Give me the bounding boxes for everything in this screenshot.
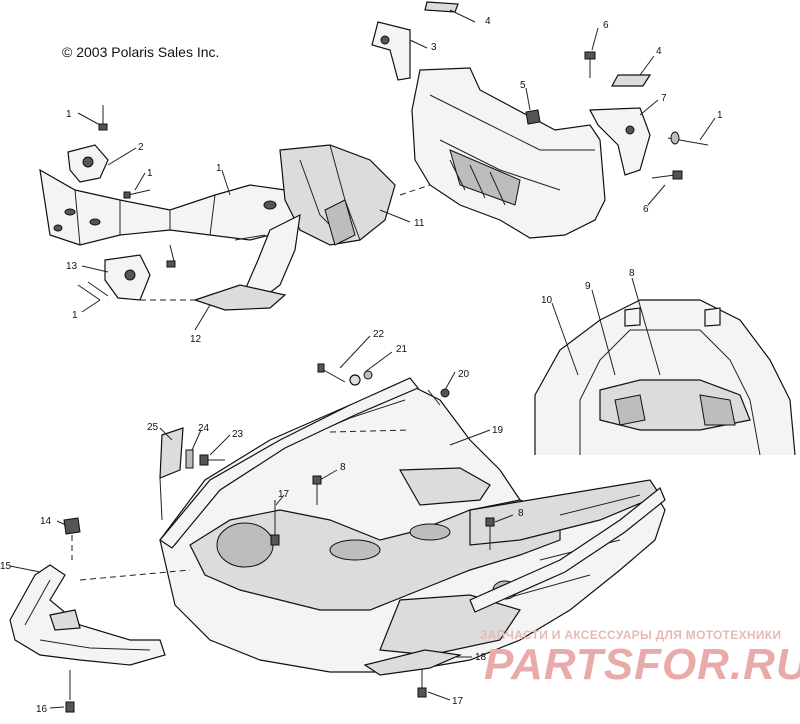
bolt-icon [65, 668, 427, 713]
callout-20: 20 [458, 369, 470, 380]
plate-4-top [424, 1, 459, 13]
callout-19: 19 [492, 425, 504, 436]
callout-15: 15 [0, 561, 12, 572]
dashed-leader-lines [79, 429, 411, 581]
callout-2: 2 [138, 142, 144, 153]
callout-6: 6 [643, 204, 649, 215]
callout-22: 22 [373, 329, 385, 340]
callout-1: 1 [66, 109, 72, 120]
front-frame-cross-member [279, 144, 396, 246]
hood-trim-side [469, 487, 666, 613]
callout-24: 24 [198, 423, 210, 434]
callout-18: 18 [475, 652, 487, 663]
callout-9: 9 [585, 281, 591, 292]
callout-7: 7 [661, 93, 667, 104]
callout-14: 14 [40, 516, 52, 527]
callout-16: 16 [36, 704, 48, 715]
bracket-7 [589, 107, 651, 176]
clip-24 [185, 449, 194, 469]
hood-19 [159, 384, 666, 673]
callout-12: 12 [190, 334, 202, 345]
hood-rear-view-inset [534, 299, 796, 456]
callout-8: 8 [629, 268, 635, 279]
bracket-13 [104, 254, 151, 301]
callout-4: 4 [485, 16, 491, 27]
bolt-icon [199, 363, 495, 550]
bolt-icon [584, 51, 709, 180]
steering-support-bulkhead [399, 67, 606, 239]
callout-3: 3 [431, 42, 437, 53]
pad-18 [363, 649, 463, 676]
callout-25: 25 [147, 422, 159, 433]
callout-17: 17 [278, 489, 290, 500]
copyright-notice: © 2003 Polaris Sales Inc. [62, 44, 220, 60]
callout-23: 23 [232, 429, 244, 440]
watermark-subtitle: ЗАПЧАСТИ И АКСЕССУАРЫ ДЛЯ МОТОТЕХНИКИ [480, 628, 782, 642]
callout-labels: 1 2 1 1 13 1 12 11 3 4 6 4 5 7 1 6 10 9 … [0, 16, 723, 715]
latch-25 [159, 427, 184, 521]
nut-5 [525, 109, 541, 125]
callout-8: 8 [518, 508, 524, 519]
bracket-3 [371, 21, 411, 81]
callout-1: 1 [147, 168, 153, 179]
bolt-icon [77, 105, 266, 301]
callout-1: 1 [72, 310, 78, 321]
callout-1: 1 [717, 110, 723, 121]
front-bumper-15 [9, 564, 166, 666]
callout-5: 5 [520, 80, 526, 91]
watermark-logo: PARTSFOR.RU [484, 640, 800, 689]
callout-leaders [9, 9, 716, 709]
windshield-seal [159, 377, 419, 549]
cap-14 [63, 517, 81, 560]
callout-17: 17 [452, 696, 464, 707]
callout-13: 13 [66, 261, 78, 272]
callout-8: 8 [340, 462, 346, 473]
callout-11: 11 [414, 218, 425, 229]
callout-21: 21 [396, 344, 408, 355]
callout-6: 6 [603, 20, 609, 31]
skid-plate-12 [140, 284, 287, 311]
callout-4: 4 [656, 46, 662, 57]
callout-10: 10 [541, 295, 553, 306]
callout-1: 1 [216, 163, 222, 174]
bracket-2 [67, 144, 109, 183]
plate-4-right [610, 74, 652, 87]
